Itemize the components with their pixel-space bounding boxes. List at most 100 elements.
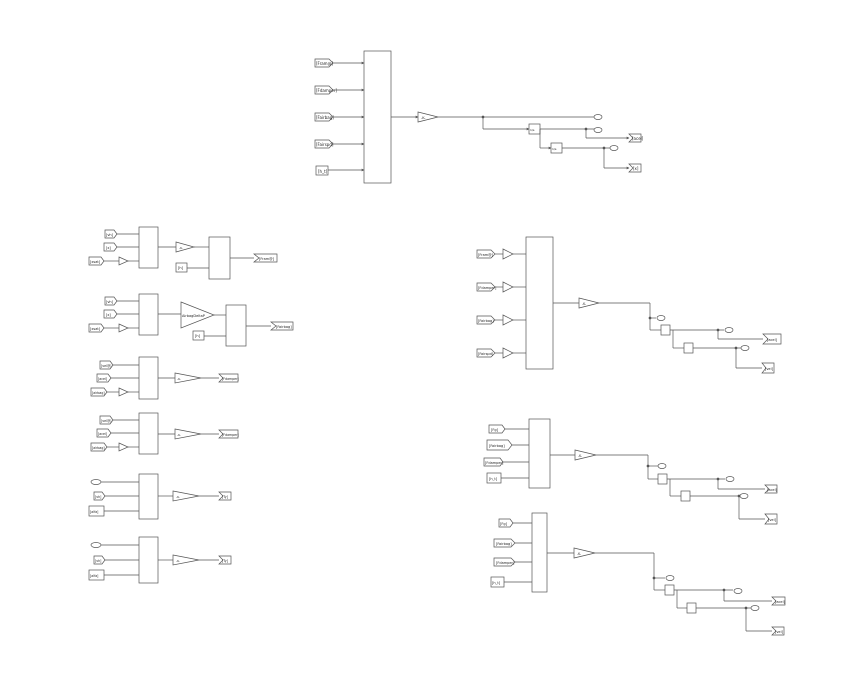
input-tag[interactable]: [xsat] xyxy=(88,256,105,266)
input-tag[interactable]: [x] xyxy=(103,309,118,319)
output-tag[interactable]: [Ty] xyxy=(218,491,232,501)
gain-block[interactable]: -K- xyxy=(417,111,439,123)
gain-block[interactable]: -K- xyxy=(172,554,200,566)
sum-block[interactable] xyxy=(363,50,392,184)
scope-terminator[interactable] xyxy=(657,463,667,469)
output-tag[interactable]: [Ty] xyxy=(218,555,232,565)
input-tag[interactable]: [xsat] xyxy=(88,323,105,333)
scope-terminator[interactable] xyxy=(739,493,749,499)
output-tag[interactable]: [Fdamper] xyxy=(218,429,239,439)
input-tag[interactable]: [Fdamper] xyxy=(476,282,497,292)
input-tag[interactable]: [airbag] xyxy=(90,387,108,397)
input-tag[interactable]: [alfa] xyxy=(88,569,105,581)
output-tag[interactable]: [acel] xyxy=(771,596,786,606)
scope-terminator[interactable] xyxy=(609,145,619,151)
input-tag[interactable]: [vel@] xyxy=(99,415,114,425)
scope-terminator[interactable] xyxy=(593,127,603,133)
gain-block[interactable]: -K- xyxy=(174,428,202,440)
input-tag[interactable]: [h_t] xyxy=(490,576,505,588)
input-tag[interactable]: [Fdamper] xyxy=(483,457,504,467)
output-tag[interactable]: [vel] xyxy=(771,626,785,636)
input-tag[interactable]: [Fairbag] xyxy=(493,538,516,548)
scope-terminator[interactable] xyxy=(740,345,750,351)
output-tag[interactable]: [Fdamper] xyxy=(218,373,239,383)
sum-block[interactable] xyxy=(528,418,551,489)
scope-terminator[interactable] xyxy=(593,114,603,120)
gain-block[interactable] xyxy=(118,442,129,452)
input-tag[interactable]: [vel@] xyxy=(99,360,114,370)
input-tag[interactable]: [Fairspd] xyxy=(476,348,496,358)
input-tag[interactable]: [vh] xyxy=(104,296,118,306)
input-tag[interactable]: [Fg] xyxy=(488,424,506,434)
input-tag[interactable]: [Fairbag] xyxy=(486,439,513,451)
const-block[interactable]: [h] xyxy=(175,262,188,273)
input-tag[interactable]: [acel] xyxy=(96,373,112,383)
integrator-block[interactable]: 1/s xyxy=(550,142,563,154)
output-tag[interactable]: [acel] xyxy=(628,133,644,143)
input-tag[interactable]: [vh] xyxy=(93,491,106,501)
gain-block[interactable] xyxy=(118,387,129,397)
sum-block[interactable] xyxy=(531,512,548,593)
sum-block[interactable] xyxy=(138,226,159,269)
input-tag[interactable]: [h_t] xyxy=(315,165,329,176)
sum-block[interactable] xyxy=(138,293,159,336)
input-tag[interactable]: [Fairspd] xyxy=(314,139,334,149)
input-tag[interactable]: [Fram@] xyxy=(476,249,496,259)
gain-block[interactable]: -K- xyxy=(578,297,600,309)
gain-block[interactable] xyxy=(118,323,129,333)
gain-block[interactable] xyxy=(502,248,514,260)
gain-block[interactable]: -K- xyxy=(172,490,200,502)
input-tag[interactable]: [Fram@] xyxy=(314,58,334,68)
output-tag[interactable]: [acel] xyxy=(764,484,778,494)
integrator-block[interactable]: 1/s xyxy=(528,123,541,135)
input-tag[interactable]: [vh] xyxy=(93,555,106,565)
integrator-block[interactable] xyxy=(664,584,675,596)
gain-block[interactable] xyxy=(118,256,129,266)
sum-block[interactable] xyxy=(138,473,159,520)
integrator-block[interactable] xyxy=(657,473,668,485)
input-tag[interactable]: [x] xyxy=(103,242,118,252)
input-tag[interactable]: [Fairbag] xyxy=(476,315,496,325)
input-tag[interactable]: [vh] xyxy=(104,229,118,239)
integrator-block[interactable] xyxy=(680,490,691,502)
input-tag[interactable]: [h_t] xyxy=(486,472,502,484)
output-tag[interactable]: [vel] xyxy=(764,513,778,525)
gain-block[interactable]: -K- xyxy=(573,547,596,559)
gain-block[interactable] xyxy=(502,314,514,326)
scope-terminator[interactable] xyxy=(656,315,666,321)
product-block[interactable] xyxy=(225,304,247,347)
input-tag[interactable]: [alfa] xyxy=(88,505,105,517)
input-tag[interactable]: [airbag] xyxy=(90,442,108,452)
gain-block[interactable] xyxy=(502,347,514,359)
input-terminator[interactable] xyxy=(90,479,102,485)
gain-block[interactable]: -K- xyxy=(574,449,597,461)
input-tag[interactable]: [Fdamper] xyxy=(493,557,516,567)
scope-terminator[interactable] xyxy=(733,588,743,594)
input-terminator[interactable] xyxy=(90,542,102,548)
input-tag[interactable]: [acel] xyxy=(96,428,112,438)
output-tag[interactable]: [Fairbag] xyxy=(270,321,294,331)
sum-block[interactable] xyxy=(138,356,159,400)
sum-block[interactable] xyxy=(525,236,554,370)
gain-block[interactable]: -K- xyxy=(174,372,202,384)
integrator-block[interactable] xyxy=(660,324,671,336)
input-tag[interactable]: [Fg] xyxy=(498,518,514,528)
scope-terminator[interactable] xyxy=(725,476,735,482)
sum-block[interactable] xyxy=(138,536,159,584)
scope-terminator[interactable] xyxy=(724,327,734,333)
gain-block[interactable]: AirbagDeltaP xyxy=(180,301,215,329)
output-tag[interactable]: [Fram@] xyxy=(253,253,278,263)
sum-block[interactable] xyxy=(138,412,159,455)
output-tag[interactable]: [x] xyxy=(628,163,642,173)
integrator-block[interactable] xyxy=(686,602,697,614)
output-tag[interactable]: [acel] xyxy=(762,333,782,345)
scope-terminator[interactable] xyxy=(750,605,760,611)
const-block[interactable]: [h] xyxy=(192,330,205,341)
gain-block[interactable] xyxy=(502,281,514,293)
input-tag[interactable]: [Fairbag] xyxy=(314,112,334,122)
integrator-block[interactable] xyxy=(683,342,694,354)
gain-block[interactable]: -K- xyxy=(175,241,196,253)
input-tag[interactable]: [Fdamper] xyxy=(314,85,337,95)
product-block[interactable] xyxy=(208,236,231,280)
scope-terminator[interactable] xyxy=(665,575,675,581)
